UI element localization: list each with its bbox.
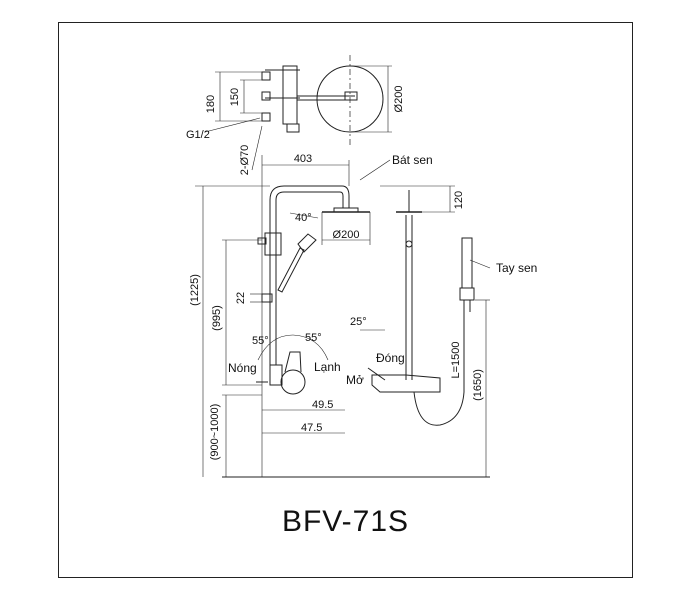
dim-49-5: 49.5 [312,399,333,411]
dim-hose: L=1500 [450,341,462,378]
dim-angle-55-right: 55° [305,332,322,344]
dim-1225: (1225) [189,274,201,306]
top-view [204,55,392,171]
dim-head-top-dia: Ø200 [393,86,405,113]
front-view [195,155,490,478]
dim-head-120: 120 [453,191,465,209]
side-view [367,185,491,477]
dim-arm-403: 403 [294,153,312,165]
drawing-frame [58,22,633,578]
dim-900-1000: (900~1000) [209,404,221,461]
label-hot: Nóng [228,361,257,375]
dim-angle-55-left: 55° [252,335,269,347]
dim-wall-dia: 2-Ø70 [239,145,251,176]
dim-thread: G1/2 [186,129,210,141]
label-hand-shower: Tay sen [496,261,537,275]
dim-angle-25: 25° [350,316,367,328]
dim-995: (995) [211,305,223,331]
dim-1650: (1650) [472,369,484,401]
label-cold: Lạnh [314,360,341,374]
label-open: Mở [346,373,364,387]
dim-top-150: 150 [229,88,241,106]
dim-angle-40: 40° [295,212,312,224]
dim-top-180: 180 [205,95,217,113]
label-head-shower: Bát sen [392,153,433,167]
model-title: BFV-71S [281,505,410,538]
dim-47-5: 47.5 [301,422,322,434]
dim-head-dia: Ø200 [333,229,360,241]
label-close: Đóng [376,351,405,365]
dim-22: 22 [235,292,247,304]
